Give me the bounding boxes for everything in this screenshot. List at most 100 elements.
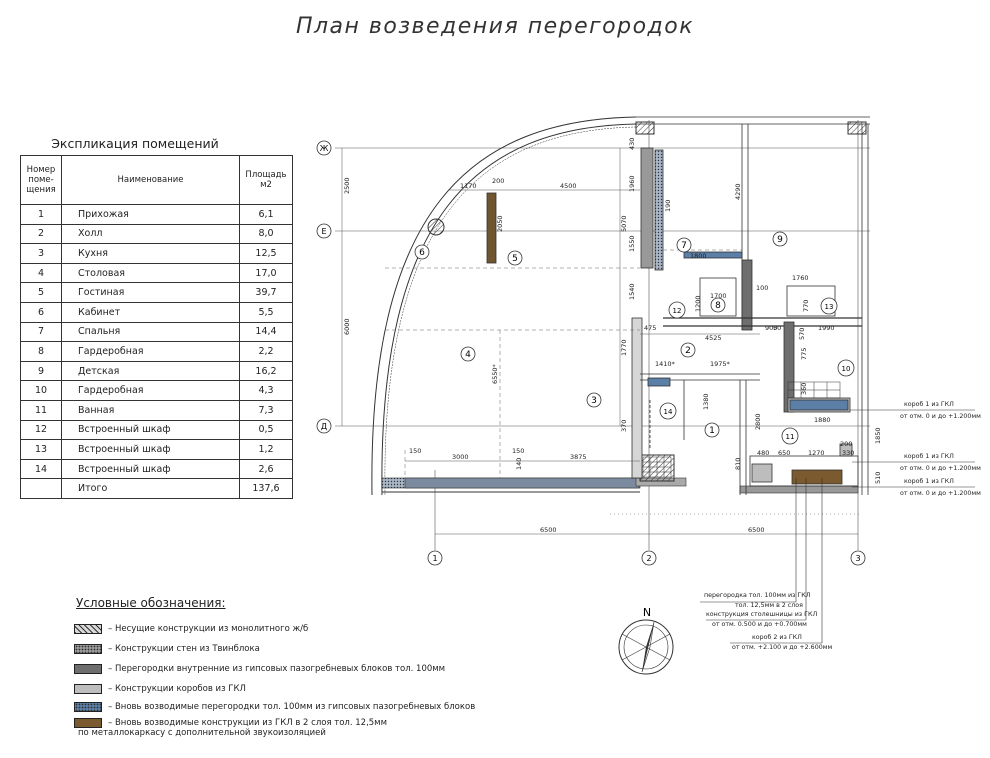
dim-1960: 1960 [628,175,636,192]
dimension-lines [341,148,860,535]
room-marker-10: 10 [837,359,855,377]
dim-6500-left: 6500 [540,526,557,534]
callout-2-line1: короб 1 из ГКЛ [904,452,954,460]
dim-2500: 2500 [343,177,351,194]
zone-lines [385,249,742,478]
legend-text: – Несущие конструкции из монолитного ж/б [108,624,309,634]
legend-swatch [74,624,102,634]
room-marker-2: 2 [680,342,696,358]
dim-810: 810 [734,458,742,470]
room-marker-label: 14 [664,408,673,416]
room-marker-label: 8 [715,301,721,311]
room-marker-8: 8 [710,297,726,313]
dim-2800: 2800 [754,413,762,430]
dim-6000: 6000 [343,318,351,335]
callout-5-line2: от отм. 0.500 и до +0.700мм [712,621,807,628]
dim-200b: 200 [840,440,852,448]
callout-4-line1: перегородка тол. 100мм из ГКЛ [704,592,811,599]
dim-650: 650 [778,449,790,457]
dim-1380: 1380 [702,393,710,410]
room-marker-label: 6 [419,248,425,258]
dim-370: 370 [620,420,628,432]
dim-330: 330 [842,449,854,457]
dim-6550: 6550* [491,363,499,384]
legend-swatch [74,702,102,712]
legend-item: – Конструкции стен из Твинблока [74,644,260,656]
room-area-cell: 12,5 [239,243,293,264]
dim-190: 190 [664,200,672,212]
dim-900: 900 [765,324,777,332]
curved-exterior-wall [371,116,637,496]
legend-text: – Вновь возводимые конструкции из ГКЛ в … [108,718,388,728]
room-marker-7: 7 [676,237,692,253]
dim-2050: 2050 [496,215,504,232]
callout-1-line1: короб 1 из ГКЛ [904,400,954,408]
room-marker-label: 4 [465,350,471,360]
dim-475: 475 [644,324,656,332]
dim-1880: 1880 [814,416,831,424]
explication-table: Номер поме- щения Наименование Площадь м… [20,155,293,499]
dim-1990: 1990 [818,324,835,332]
header-area: Площадь м2 [239,155,293,205]
dim-140: 140 [515,458,523,470]
room-marker-label: 11 [786,433,795,441]
dim-1200: 1200 [694,295,702,312]
dimension-texts: 6500 6500 3000 3875 150 150 140 1170 200… [343,138,882,534]
legend-swatch [74,664,102,674]
axis-label-2: 2 [646,554,651,563]
dim-1700: 1700 [710,292,727,300]
room-marker-label: 2 [685,346,691,356]
dim-3875: 3875 [570,453,587,461]
dim-6500-right: 6500 [748,526,765,534]
axis-label-1: 1 [432,554,437,563]
callout-texts: короб 1 из ГКЛ от отм. 0 и до +1.200мм к… [704,400,981,651]
room-marker-1: 1 [704,422,720,438]
dim-570: 570 [798,328,806,340]
room-area-cell: 2,2 [239,341,293,362]
compass-north-label: N [643,606,651,619]
compass-icon: N [618,606,674,675]
callout-leaders [700,409,975,644]
dim-1975: 1975* [710,360,731,368]
legend-text: – Конструкции стен из Твинблока [108,644,260,654]
axis-label-d: Д [321,422,327,431]
legend-text: – Вновь возводимые перегородки тол. 100м… [108,702,476,712]
legend-swatch [74,684,102,694]
callout-5-line1: конструкция столешницы из ГКЛ [706,611,817,618]
axis-bubbles: Ж Е Д 1 2 3 [316,140,866,566]
room-marker-label: 12 [673,307,682,315]
legend-text: – Перегородки внутренние из гипсовых паз… [108,664,446,674]
dim-1770: 1770 [620,339,628,356]
callout-2-line2: от отм. 0 и до +1.200мм [900,465,981,472]
dim-1850: 1850 [874,427,882,444]
callout-1-line2: от отм. 0 и до +1.200мм [900,413,981,420]
dim-360: 360 [800,383,808,395]
room-area-cell: 137,6 [239,478,293,499]
dim-4290: 4290 [734,183,742,200]
dim-1800: 1800 [690,252,707,260]
callout-6-line1: короб 2 из ГКЛ [752,633,802,641]
callout-3-line1: короб 1 из ГКЛ [904,477,954,485]
dim-150a: 150 [409,447,421,455]
legend-item: – Перегородки внутренние из гипсовых паз… [74,664,445,676]
callout-6-line2: от отм. +2.100 и до +2.600мм [732,644,832,651]
legend-text: по металлокаркасу с дополнительной звуко… [78,728,326,738]
dim-3000: 3000 [452,453,469,461]
dim-480: 480 [757,449,769,457]
room-marker-12: 12 [668,301,686,319]
axis-label-zh: Ж [320,144,329,153]
room-marker-14: 14 [659,402,677,420]
legend-item: – Несущие конструкции из монолитного ж/б [74,624,308,636]
room-marker-label: 10 [842,365,851,373]
legend-title: Условные обозначения: [76,596,226,610]
